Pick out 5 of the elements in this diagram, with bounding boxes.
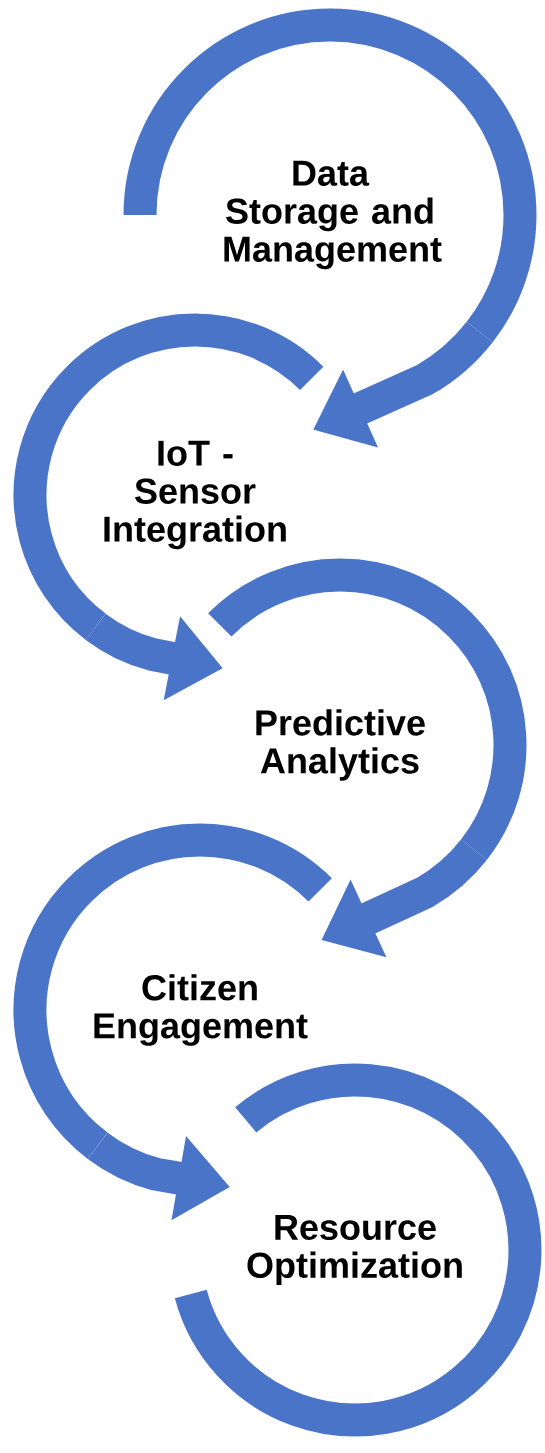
circular-arrow-ring: IoT - Sensor Integration xyxy=(13,313,323,640)
circular-arrow-ring: Predictive Analytics xyxy=(208,558,527,859)
circular-arrow-ring: Resource Optimization xyxy=(175,1063,542,1437)
circular-arrow-ring: Citizen Engagement xyxy=(13,823,332,1159)
circular-arrow-ring: Data Storage and Management xyxy=(123,8,537,342)
